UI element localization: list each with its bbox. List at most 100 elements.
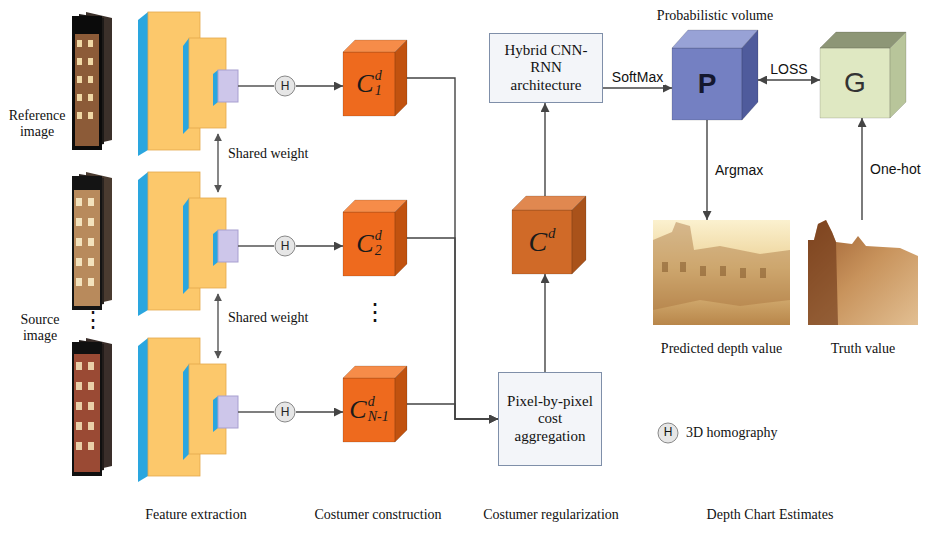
cube-side [395,40,407,116]
connector-arrow [758,79,820,80]
ground-truth-cube: G [820,32,906,118]
depth-silhouette [653,222,790,310]
subscript: N-1 [368,410,389,425]
connector-arrow [296,85,343,86]
subscript: 2 [375,244,382,259]
edge-label: One-hot [868,161,923,177]
legend-entry: 3D homography [686,425,777,441]
homography-circle: H [274,401,296,423]
connector-arrow [407,404,498,419]
feature-wire [238,85,274,86]
cube-front [672,48,742,120]
cube-side [742,30,758,120]
cube-front [343,52,395,116]
circle-shape [275,236,295,256]
stage-label: Feature extraction [145,507,246,523]
cube-front [820,48,890,118]
cost-volume-cube: Cd2 [343,200,407,276]
index-stack: d [548,226,556,259]
cube-side [395,366,407,442]
cube-side [395,200,407,276]
stage-label: Depth Chart Estimates [707,507,834,523]
cube-label-area: Cd1 [343,52,395,116]
legend-symbol-letter: H [664,426,673,440]
index-stack: d2 [375,229,382,258]
box-text: Pixel-by-pixel cost aggregation [505,393,595,445]
box-text: Hybrid CNN-RNN architecture [496,42,596,94]
legend-text: 3D homography [686,425,777,440]
photo-building [74,190,100,306]
connector-arrow [296,245,343,246]
volume-symbol: C [356,71,373,97]
depth-detail [662,262,766,278]
shared-weight-arrow [217,134,218,192]
depth-image: Predicted depth value [653,220,790,325]
feature-layer-side [138,12,148,156]
connector-arrow [706,120,707,220]
circle-shape [275,76,295,96]
photo-windows [76,362,94,450]
edge-label: SoftMax [610,69,665,85]
feature-map [218,70,238,102]
feature-layer-side [213,70,218,106]
photo-building [75,34,99,146]
aggregated-cost-cube: Cd [512,196,586,274]
feature-wire [238,245,274,246]
subscript: 1 [375,84,382,99]
volume-symbol: P [698,70,717,98]
connector-arrow [544,103,545,196]
image-caption: Predicted depth value [661,341,782,357]
cost-volume-cube: CdN-1 [343,366,407,442]
photo-building [74,354,100,472]
cube-label-area: P [672,48,742,120]
volume-symbol: C [528,228,547,256]
node-letter: H [281,80,290,92]
volume-symbol: C [349,397,366,423]
connector-arrow [407,238,498,419]
photo [72,342,102,476]
shared-weight-label: Shared weight [228,310,308,326]
ellipsis: ⋮ [82,309,104,331]
node-letter: H [281,240,290,252]
cube-front [343,378,395,442]
cube-label-area: Cd2 [343,212,395,276]
feature-layer-side [138,172,148,316]
stage-label: Costumer regularization [483,507,619,523]
connector-arrow [861,118,862,220]
truth-depth-detail [808,220,838,325]
depth-image: Truth value [806,220,920,325]
row-source [72,172,274,316]
predicted-depth-map [653,220,790,325]
feature-layer-side [183,38,189,134]
truth-depth-map [808,220,918,325]
shared-weight-label: Shared weight [228,146,308,162]
ellipsis: ⋮ [363,300,387,324]
node-letter: H [281,406,290,418]
connector-arrow [296,411,343,412]
feature-layer-side [183,364,189,460]
shared-weight-arrow [217,294,218,358]
text-wrap: H [274,401,296,423]
feature-layer-side [213,396,218,432]
feature-map [218,396,238,428]
photo [72,176,102,310]
cube-side [890,32,906,118]
cost-volume-cube: Cd1 [343,40,407,116]
cube-label-area: CdN-1 [343,378,395,442]
photo [72,16,102,150]
feature-layer-side [213,230,218,266]
circle-shape [275,402,295,422]
photo-windows [76,198,94,286]
feature-map [218,230,238,262]
row-reference [72,12,274,156]
superscript: d [375,229,382,244]
volume-symbol: C [356,231,373,257]
probability-cube: P [672,30,758,120]
superscript: d [548,226,556,242]
cube-front [343,212,395,276]
image-caption: Truth value [831,341,895,357]
row-source [72,338,274,482]
stage-label: Costumer construction [314,507,441,523]
volume-label: Probabilistic volume [657,8,773,24]
feature-layer-side [138,338,148,482]
